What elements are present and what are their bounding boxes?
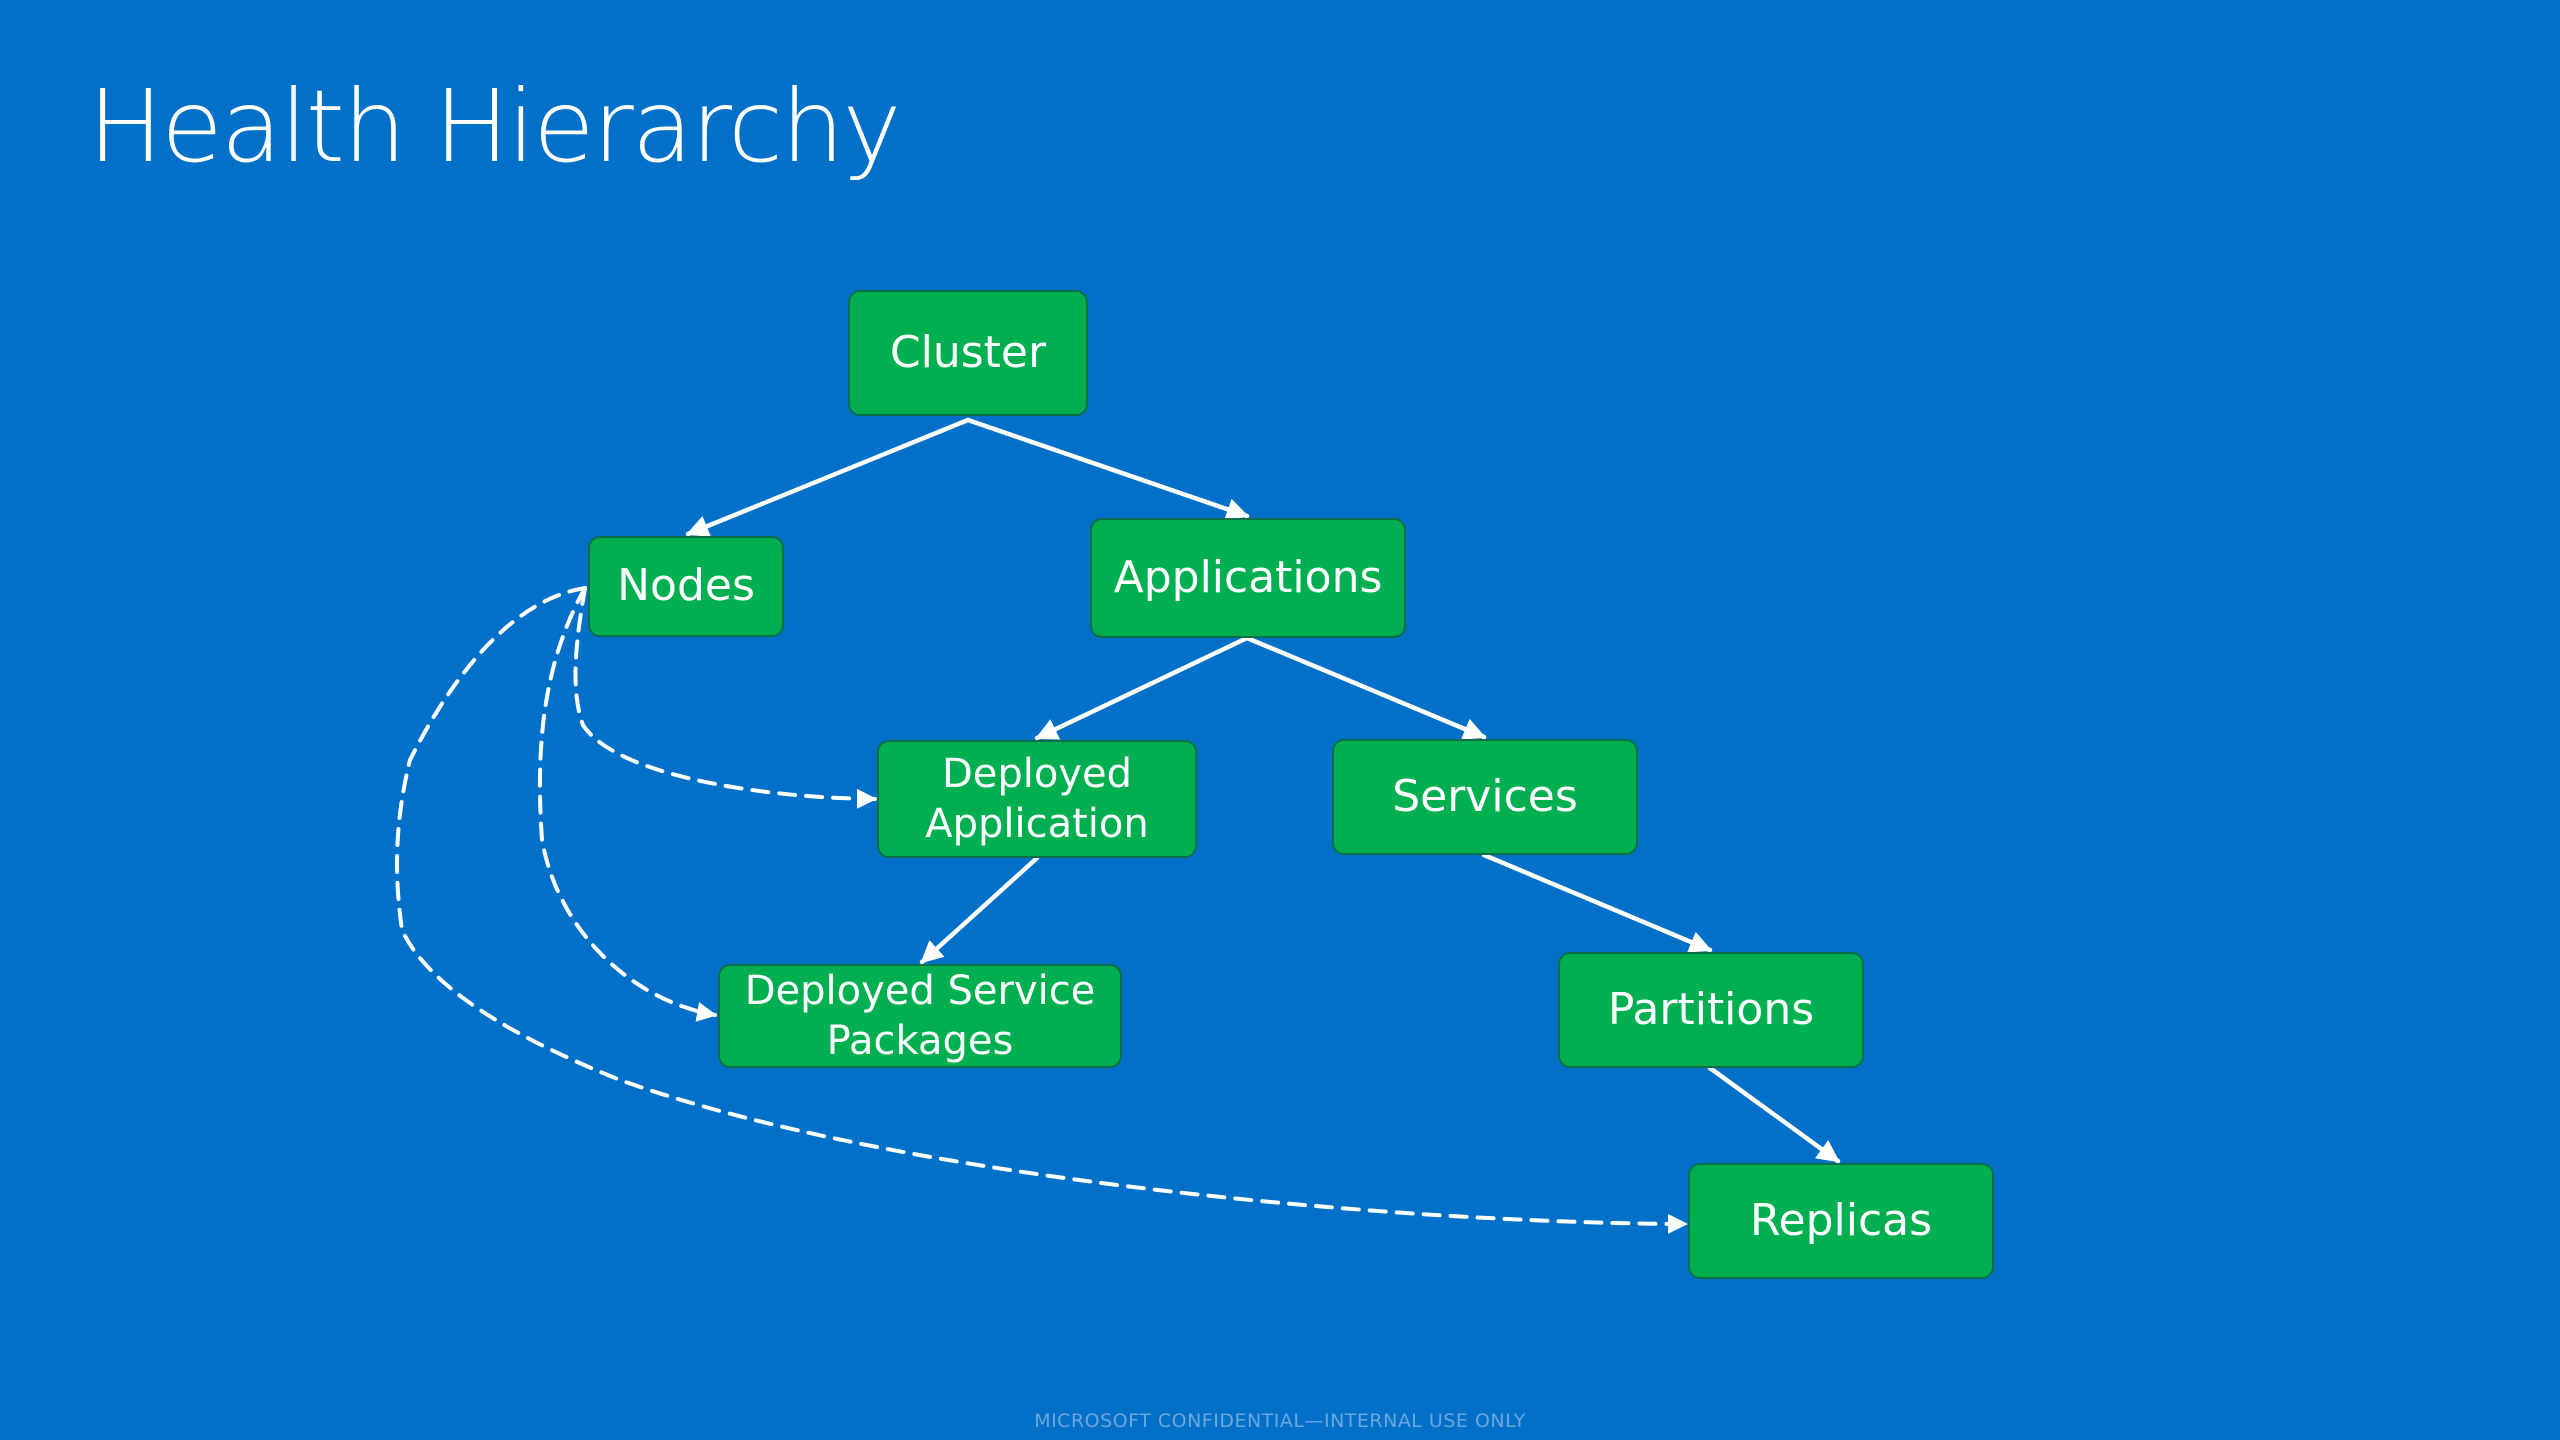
node-nodes-label: Nodes xyxy=(617,560,755,612)
node-partitions[interactable]: Partitions xyxy=(1558,952,1864,1068)
node-nodes[interactable]: Nodes xyxy=(588,536,784,637)
edge-services-partitions xyxy=(1481,852,1713,953)
edge-applications-deployed-application xyxy=(1034,635,1250,741)
node-applications[interactable]: Applications xyxy=(1090,518,1406,638)
edge-nodes-replicas xyxy=(395,586,1688,1234)
node-replicas-label: Replicas xyxy=(1749,1194,1933,1246)
node-cluster[interactable]: Cluster xyxy=(848,290,1088,416)
slide-title: Health Hierarchy xyxy=(88,68,902,185)
node-applications-label: Applications xyxy=(1113,551,1383,603)
edge-partitions-replicas xyxy=(1707,1065,1841,1164)
node-deployed-application-label-line-1: Deployed xyxy=(941,751,1133,797)
edge-nodes-deployed-application xyxy=(573,586,877,809)
edge-nodes-deployed-service-packages xyxy=(537,586,717,1022)
node-deployed-service-packages-label: Deployed Service Packages xyxy=(745,966,1096,1066)
edge-cluster-nodes xyxy=(685,417,971,537)
node-cluster-label: Cluster xyxy=(889,326,1047,378)
node-deployed-application-label-line-2: Application xyxy=(925,801,1149,847)
node-services-label: Services xyxy=(1392,770,1578,822)
confidentiality-footer: MICROSOFT CONFIDENTIAL—INTERNAL USE ONLY xyxy=(1034,1410,1526,1432)
node-replicas[interactable]: Replicas xyxy=(1688,1163,1994,1279)
node-services[interactable]: Services xyxy=(1332,739,1638,855)
edge-deployed-application-deployed-service-packages xyxy=(919,855,1040,965)
edge-cluster-applications xyxy=(965,417,1250,521)
node-deployed-service-packages-label-line-2: Packages xyxy=(826,1018,1014,1064)
node-deployed-application[interactable]: Deployed Application xyxy=(877,740,1197,858)
node-partitions-label: Partitions xyxy=(1607,983,1815,1035)
node-deployed-service-packages-label-line-1: Deployed Service xyxy=(744,968,1096,1014)
node-deployed-application-label: Deployed Application xyxy=(925,749,1149,849)
node-deployed-service-packages[interactable]: Deployed Service Packages xyxy=(718,964,1122,1068)
edge-applications-services xyxy=(1244,635,1487,740)
